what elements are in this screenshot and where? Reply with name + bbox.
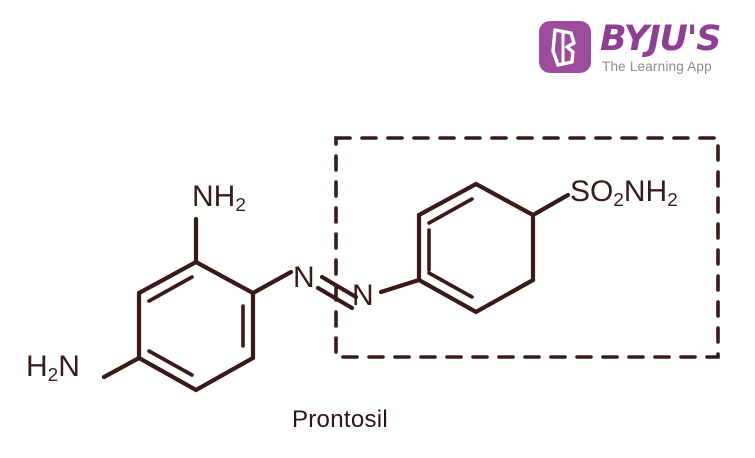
- left-ring-double-bond-3: [147, 349, 194, 377]
- sulfonamide-label: SO2NH2: [570, 175, 678, 211]
- azo-nitrogen-label-right: N: [352, 279, 374, 312]
- byjus-logo-text: BYJU'S The Learning App: [600, 19, 721, 75]
- right-benzene-ring: [416, 181, 536, 315]
- bond-ring-to-azo: [250, 269, 294, 296]
- byjus-wordmark: BYJU'S: [600, 19, 721, 59]
- amine-label-top: NH2: [192, 180, 246, 216]
- left-benzene-ring: [136, 259, 256, 393]
- amine-label-left: H2N: [26, 350, 80, 386]
- right-ring-double-bond-1: [427, 197, 474, 225]
- left-ring-double-bond-1: [147, 275, 194, 303]
- bond-azo-to-right-ring: [378, 277, 422, 295]
- right-ring-double-bond-3: [427, 271, 474, 299]
- byjus-logo: BYJU'S The Learning App: [539, 20, 744, 82]
- byjus-logo-mark: [539, 21, 591, 73]
- sulfanilamide-highlight-box: [334, 136, 720, 359]
- azo-nitrogen-label-left: N: [293, 261, 315, 294]
- bond-to-sulfonamide: [530, 192, 571, 218]
- azo-double-bond: [315, 274, 359, 311]
- byjus-tagline: The Learning App: [602, 59, 712, 74]
- bond-to-amine-left: [101, 355, 142, 380]
- structure-caption: Prontosil: [291, 406, 389, 433]
